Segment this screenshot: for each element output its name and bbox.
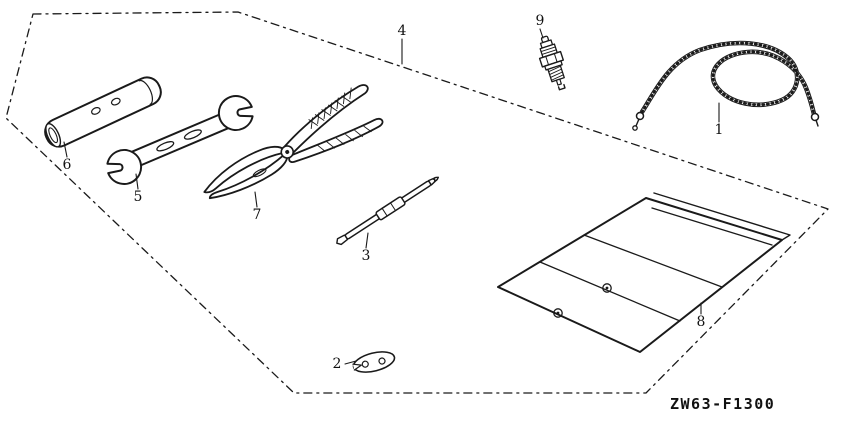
- part-label-8: 8: [696, 314, 706, 330]
- starter-rope-drawing: [632, 40, 820, 131]
- spark-plug-drawing: [538, 35, 566, 91]
- kit-outline-frame: [5, 11, 829, 394]
- part-label-7: 7: [252, 207, 262, 223]
- tool-pouch-drawing: [497, 192, 791, 353]
- leader-lines: [63, 28, 720, 365]
- part-label-1: 1: [714, 122, 724, 138]
- open-end-wrench-drawing: [106, 95, 254, 185]
- leader-line-5: [135, 173, 139, 190]
- part-label-5: 5: [133, 189, 143, 205]
- leader-line-2: [344, 360, 357, 365]
- box-socket-wrench-drawing: [44, 76, 162, 148]
- diagram-code: ZW63-F1300: [670, 395, 776, 413]
- leader-line-3: [365, 232, 369, 249]
- part-label-2: 2: [332, 356, 342, 372]
- leader-line-7: [254, 191, 258, 208]
- part-label-3: 3: [361, 248, 371, 264]
- screwdriver-drawing: [336, 176, 440, 246]
- part-label-9: 9: [535, 13, 545, 29]
- clip-drawing: [352, 351, 396, 373]
- pliers-drawing: [203, 84, 384, 200]
- leader-line-6: [63, 141, 68, 158]
- part-label-6: 6: [62, 157, 72, 173]
- leader-line-9: [539, 28, 544, 39]
- part-label-4: 4: [397, 23, 407, 39]
